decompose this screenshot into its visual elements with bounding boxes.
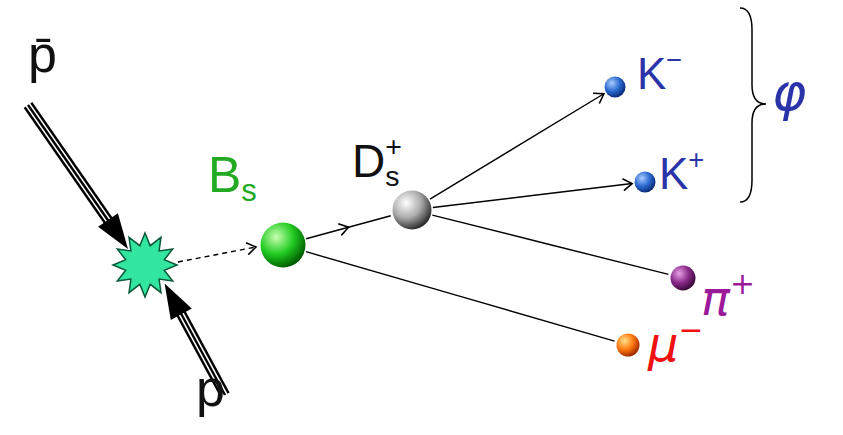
particle-label: K− [637,52,682,96]
particle-node: Bs [260,222,306,268]
production-dashed-arrow [178,247,256,262]
particle-node: Ds+ [392,190,432,230]
particle-sphere [260,222,306,268]
sphere-fill [671,266,696,291]
sphere-fill [261,223,306,268]
antiproton-label: p̄ [28,28,57,80]
antiproton-beam-arrow [25,103,128,249]
decay-line [432,215,668,274]
sphere-fill [617,334,640,357]
particle-node: K+ [634,171,656,193]
decay-line [430,94,604,199]
particle-sphere [616,333,640,357]
particle-sphere [392,190,432,230]
decay-line [306,252,615,341]
decay-line [306,216,391,239]
particle-sphere [670,265,696,291]
particle-label: Ds+ [352,138,402,184]
particle-node: K− [604,76,626,98]
particle-node: μ− [616,333,640,357]
sphere-fill [393,191,432,230]
phi-meson-label: φ [772,66,806,118]
particle-node: π+ [670,265,696,291]
proton-label: p [196,362,225,414]
phi-bracket [740,8,766,202]
particle-sphere [634,171,656,193]
sphere-fill [635,172,656,193]
particle-label: π+ [701,274,755,322]
particle-label: μ− [648,320,703,368]
particle-label: K+ [659,152,704,196]
sphere-fill [605,77,626,98]
decay-line [433,184,632,208]
particle-sphere [604,76,626,98]
particle-label: Bs [208,150,257,200]
